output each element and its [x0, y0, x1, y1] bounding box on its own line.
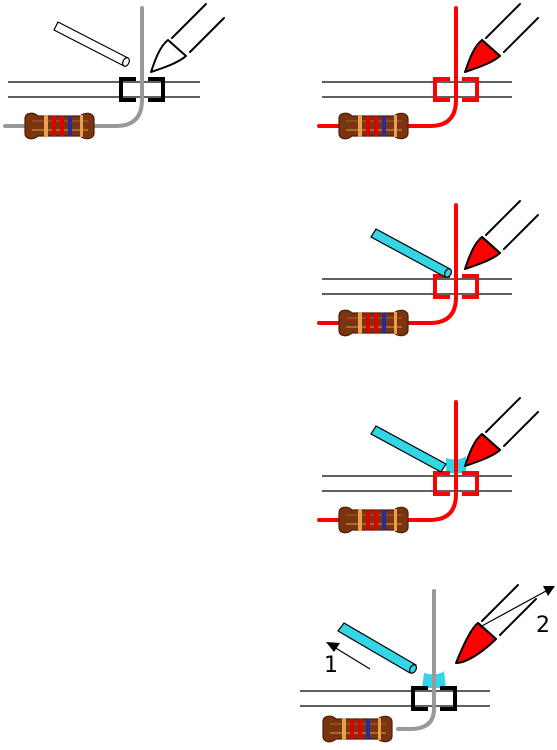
panel-setup — [3, 3, 225, 140]
panel-solder-flow — [317, 397, 539, 534]
resistor-icon — [24, 112, 95, 140]
pad-left-icon — [119, 77, 136, 102]
solder-wire-icon — [53, 21, 130, 67]
resistor-icon — [338, 112, 409, 140]
soldering-iron-icon — [455, 584, 537, 664]
soldering-iron-icon — [464, 3, 539, 73]
panel-remove: 1 2 — [300, 584, 555, 743]
solder-wire-icon — [370, 228, 452, 278]
solder-wire-icon — [370, 425, 447, 473]
lead-wire-icon — [88, 6, 144, 128]
arrow-icon — [326, 642, 371, 670]
panel-apply-solder — [317, 200, 539, 337]
soldering-iron-icon — [464, 200, 539, 270]
resistor-icon — [322, 715, 393, 743]
step-label-2: 2 — [536, 613, 550, 638]
arrow-icon — [479, 586, 555, 628]
solder-wire-icon — [337, 622, 418, 674]
soldering-iron-icon — [150, 3, 225, 73]
resistor-icon — [338, 309, 409, 337]
soldering-iron-icon — [464, 397, 539, 467]
pad-right-icon — [148, 77, 165, 102]
step-label-1: 1 — [324, 653, 338, 678]
resistor-icon — [338, 506, 409, 534]
circuit-board-icon — [8, 81, 200, 98]
panel-heat — [317, 3, 539, 140]
